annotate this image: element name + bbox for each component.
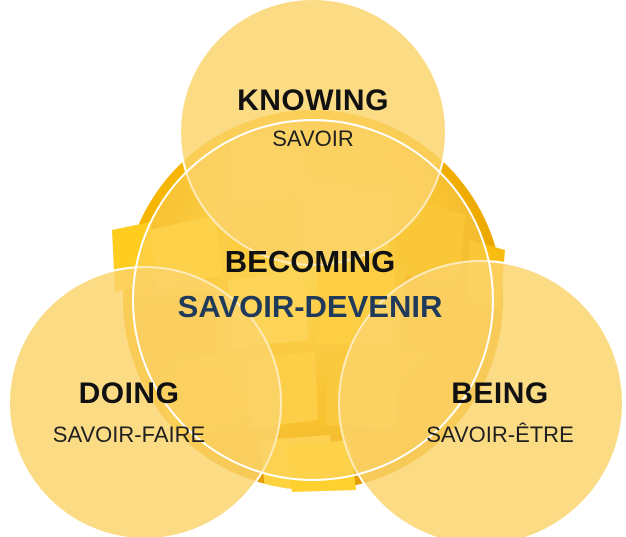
circle-becoming	[132, 119, 494, 481]
doing-title: DOING	[78, 377, 180, 410]
doing-subtitle: SAVOIR-FAIRE	[52, 422, 206, 447]
becoming-title: BECOMING	[224, 244, 396, 279]
knowing-subtitle: SAVOIR	[272, 126, 354, 151]
becoming-subtitle: SAVOIR-DEVENIR	[177, 289, 443, 324]
being-subtitle: SAVOIR-ÊTRE	[426, 422, 574, 447]
circle-doing	[8, 266, 282, 537]
circle-knowing	[179, 0, 447, 266]
knowing-title: KNOWING	[237, 84, 389, 117]
being-title: BEING	[451, 377, 549, 410]
circle-being	[338, 260, 624, 537]
